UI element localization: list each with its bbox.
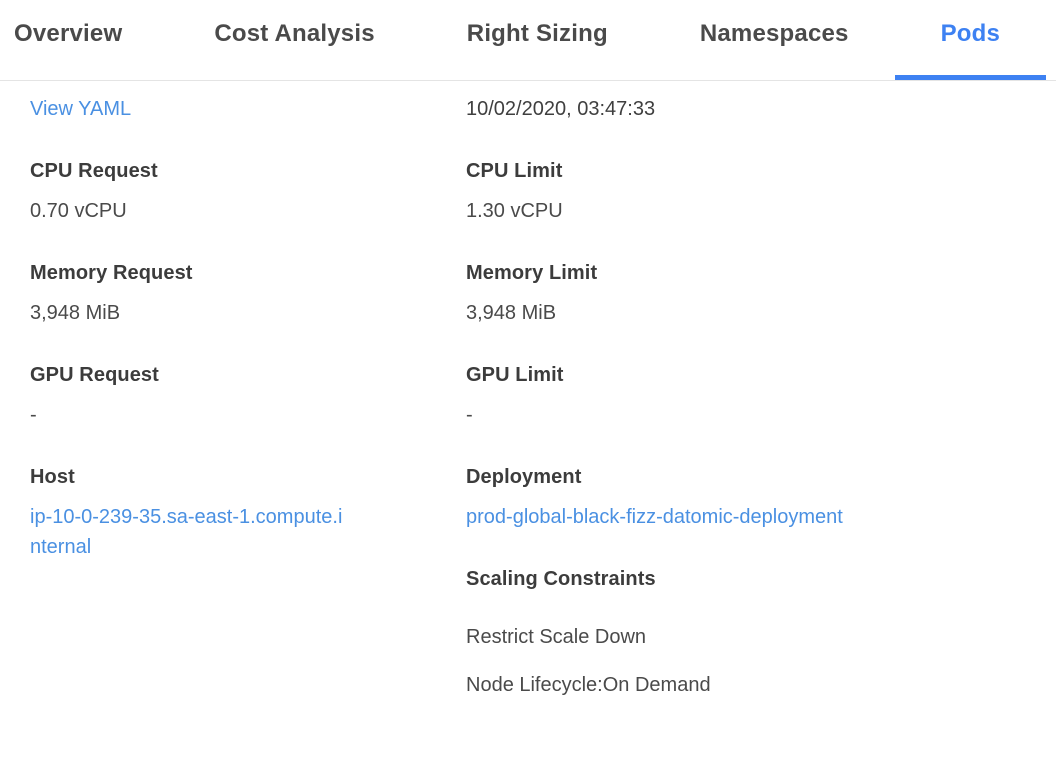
field-label: Memory Request <box>30 262 193 284</box>
field-value: - <box>466 404 473 426</box>
tab-bar: Overview Cost Analysis Right Sizing Name… <box>0 0 1056 81</box>
tab-right-sizing[interactable]: Right Sizing <box>466 20 608 47</box>
field-value: 3,948 MiB <box>30 302 121 324</box>
field-value: 0.70 vCPU <box>30 200 127 222</box>
tab-cost-analysis[interactable]: Cost Analysis <box>214 20 375 47</box>
field-host: Host ip-10-0-239-35.sa-east-1.compute.in… <box>30 462 466 562</box>
field-value: 1.30 vCPU <box>466 200 563 222</box>
tab-namespaces[interactable]: Namespaces <box>699 20 849 47</box>
field-label: CPU Limit <box>466 160 563 182</box>
field-label: Host <box>30 466 75 488</box>
scaling-constraints-heading: Scaling Constraints <box>466 568 656 590</box>
host-link[interactable]: ip-10-0-239-35.sa-east-1.compute.interna… <box>30 506 343 558</box>
tab-pods[interactable]: Pods <box>894 0 1047 80</box>
scaling-constraint-node-lifecycle: Node Lifecycle:On Demand <box>466 674 711 696</box>
field-label: Deployment <box>466 466 582 488</box>
field-value: 3,948 MiB <box>466 302 557 324</box>
pod-details-panel: View YAML CPU Request 0.70 vCPU Memory R… <box>0 81 1056 700</box>
field-memory-request: Memory Request 3,948 MiB <box>30 258 466 328</box>
scaling-constraint-restrict-scale-down: Restrict Scale Down <box>466 626 647 648</box>
right-column: 10/02/2020, 03:47:33 CPU Limit 1.30 vCPU… <box>466 94 1056 700</box>
field-label: GPU Request <box>30 364 159 386</box>
field-label: CPU Request <box>30 160 158 182</box>
tab-overview[interactable]: Overview <box>14 20 123 47</box>
field-cpu-limit: CPU Limit 1.30 vCPU <box>466 156 1056 226</box>
field-label: GPU Limit <box>466 364 564 386</box>
left-column: View YAML CPU Request 0.70 vCPU Memory R… <box>30 94 466 700</box>
field-gpu-limit: GPU Limit - <box>466 360 1056 430</box>
field-memory-limit: Memory Limit 3,948 MiB <box>466 258 1056 328</box>
field-label: Memory Limit <box>466 262 598 284</box>
field-value: - <box>30 404 37 426</box>
deployment-link[interactable]: prod-global-black-fizz-datomic-deploymen… <box>466 506 843 528</box>
view-yaml-link[interactable]: View YAML <box>30 98 132 120</box>
field-cpu-request: CPU Request 0.70 vCPU <box>30 156 466 226</box>
field-gpu-request: GPU Request - <box>30 360 466 430</box>
pod-timestamp: 10/02/2020, 03:47:33 <box>466 98 656 120</box>
field-deployment: Deployment prod-global-black-fizz-datomi… <box>466 462 1056 532</box>
